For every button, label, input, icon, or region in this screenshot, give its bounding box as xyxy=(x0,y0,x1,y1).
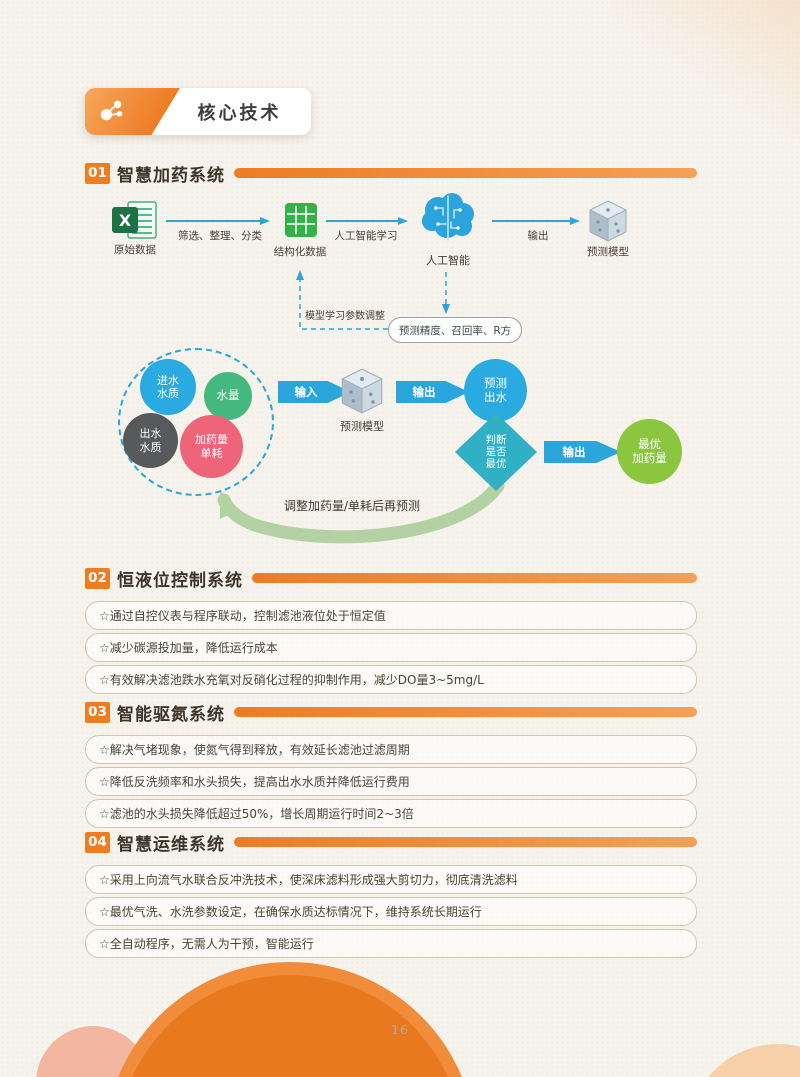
molecule-icon xyxy=(98,96,126,128)
output-block-arrow: 输出 xyxy=(544,441,621,463)
output-step-label: 输出 xyxy=(527,230,549,242)
excel-file-icon: X xyxy=(112,200,158,244)
page-number: 16 xyxy=(391,1022,409,1037)
bullet-row: ☆减少碳源投加量，降低运行成本 xyxy=(85,633,697,662)
raw-data-label: 原始数据 xyxy=(114,244,156,256)
section-04: 04 智慧运维系统 ☆采用上向流气水联合反冲洗技术，使深床滤料形成强大剪切力，彻… xyxy=(85,830,697,961)
metrics-pill: 预测精度、召回率、R方 xyxy=(388,317,522,343)
step2-label: 人工智能学习 xyxy=(334,230,398,242)
section-title: 恒液位控制系统 xyxy=(117,570,243,591)
input-node-dose-rate: 加药量 单耗 xyxy=(180,415,243,478)
model-label: 预测模型 xyxy=(587,246,629,258)
bullet-row: ☆滤池的水头损失降低超过50%，增长周期运行时间2~3倍 xyxy=(85,799,697,828)
ai-brain-icon xyxy=(416,190,480,250)
input-node-water-volume: 水量 xyxy=(204,372,252,420)
section-number-badge: 03 xyxy=(85,701,110,723)
table-grid-icon xyxy=(284,202,318,242)
badge-accent-shape xyxy=(85,88,180,135)
step1-label: 筛选、整理、分类 xyxy=(178,230,262,242)
structured-data-label: 结构化数据 xyxy=(273,246,327,258)
section-01: 01 智慧加药系统 xyxy=(85,161,697,186)
optimal-dose-node: 最优 加药量 xyxy=(617,419,682,484)
header-badge: 核心技术 xyxy=(85,88,311,135)
input-cluster-circle xyxy=(118,348,274,496)
prediction-model-cube-icon xyxy=(588,200,628,246)
section-title-bar xyxy=(252,573,697,583)
model-label: 预测模型 xyxy=(340,420,384,433)
section-title: 智能驱氮系统 xyxy=(117,704,225,725)
input-block-arrow: 输入 xyxy=(278,381,351,403)
section-number-badge: 04 xyxy=(85,831,110,853)
bullet-row: ☆通过自控仪表与程序联动，控制滤池液位处于恒定值 xyxy=(85,601,697,630)
bullet-row: ☆有效解决滤池跌水充氧对反硝化过程的抑制作用，减少DO量3~5mg/L xyxy=(85,665,697,694)
bullet-row: ☆降低反洗频率和水头损失，提高出水水质并降低运行费用 xyxy=(85,767,697,796)
section-number-badge: 01 xyxy=(85,162,110,184)
output-block-arrow: 输出 xyxy=(396,381,469,403)
svg-text:X: X xyxy=(119,211,132,230)
section-title-bar xyxy=(234,707,697,717)
bullet-row: ☆解决气堵现象，使氮气得到释放，有效延长滤池过滤周期 xyxy=(85,735,697,764)
input-node-inflow-quality: 进水 水质 xyxy=(140,359,196,415)
section-number-badge: 02 xyxy=(85,567,110,589)
feedback-label: 模型学习参数调整 xyxy=(305,311,385,322)
corner-decoration xyxy=(610,0,800,140)
bullet-row: ☆最优气洗、水洗参数设定，在确保水质达标情况下，维持系统长期运行 xyxy=(85,897,697,926)
predicted-water-node: 预测 出水 xyxy=(464,359,527,422)
section-title-bar xyxy=(234,168,697,178)
decor-orange-circle xyxy=(104,962,476,1077)
section-title: 智慧加药系统 xyxy=(117,165,225,186)
bullet-row: ☆全自动程序，无需人为干预，智能运行 xyxy=(85,929,697,958)
page-title: 核心技术 xyxy=(197,102,282,124)
section-title: 智慧运维系统 xyxy=(117,834,225,855)
prediction-model-cube-icon xyxy=(340,368,384,418)
loop-label: 调整加药量/单耗后再预测 xyxy=(283,499,421,513)
bullet-row: ☆采用上向流气水联合反冲洗技术，使深床滤料形成强大剪切力，彻底清洗滤料 xyxy=(85,865,697,894)
section-title-bar xyxy=(234,837,697,847)
decor-peach-circle xyxy=(688,1044,800,1077)
decision-diamond: 判断 是否 最优 xyxy=(455,413,537,491)
section-03: 03 智能驱氮系统 ☆解决气堵现象，使氮气得到释放，有效延长滤池过滤周期 ☆降低… xyxy=(85,700,697,831)
input-node-outflow-quality: 出水 水质 xyxy=(123,413,178,468)
ai-label: 人工智能 xyxy=(426,254,470,267)
section-02: 02 恒液位控制系统 ☆通过自控仪表与程序联动，控制滤池液位处于恒定值 ☆减少碳… xyxy=(85,566,697,697)
